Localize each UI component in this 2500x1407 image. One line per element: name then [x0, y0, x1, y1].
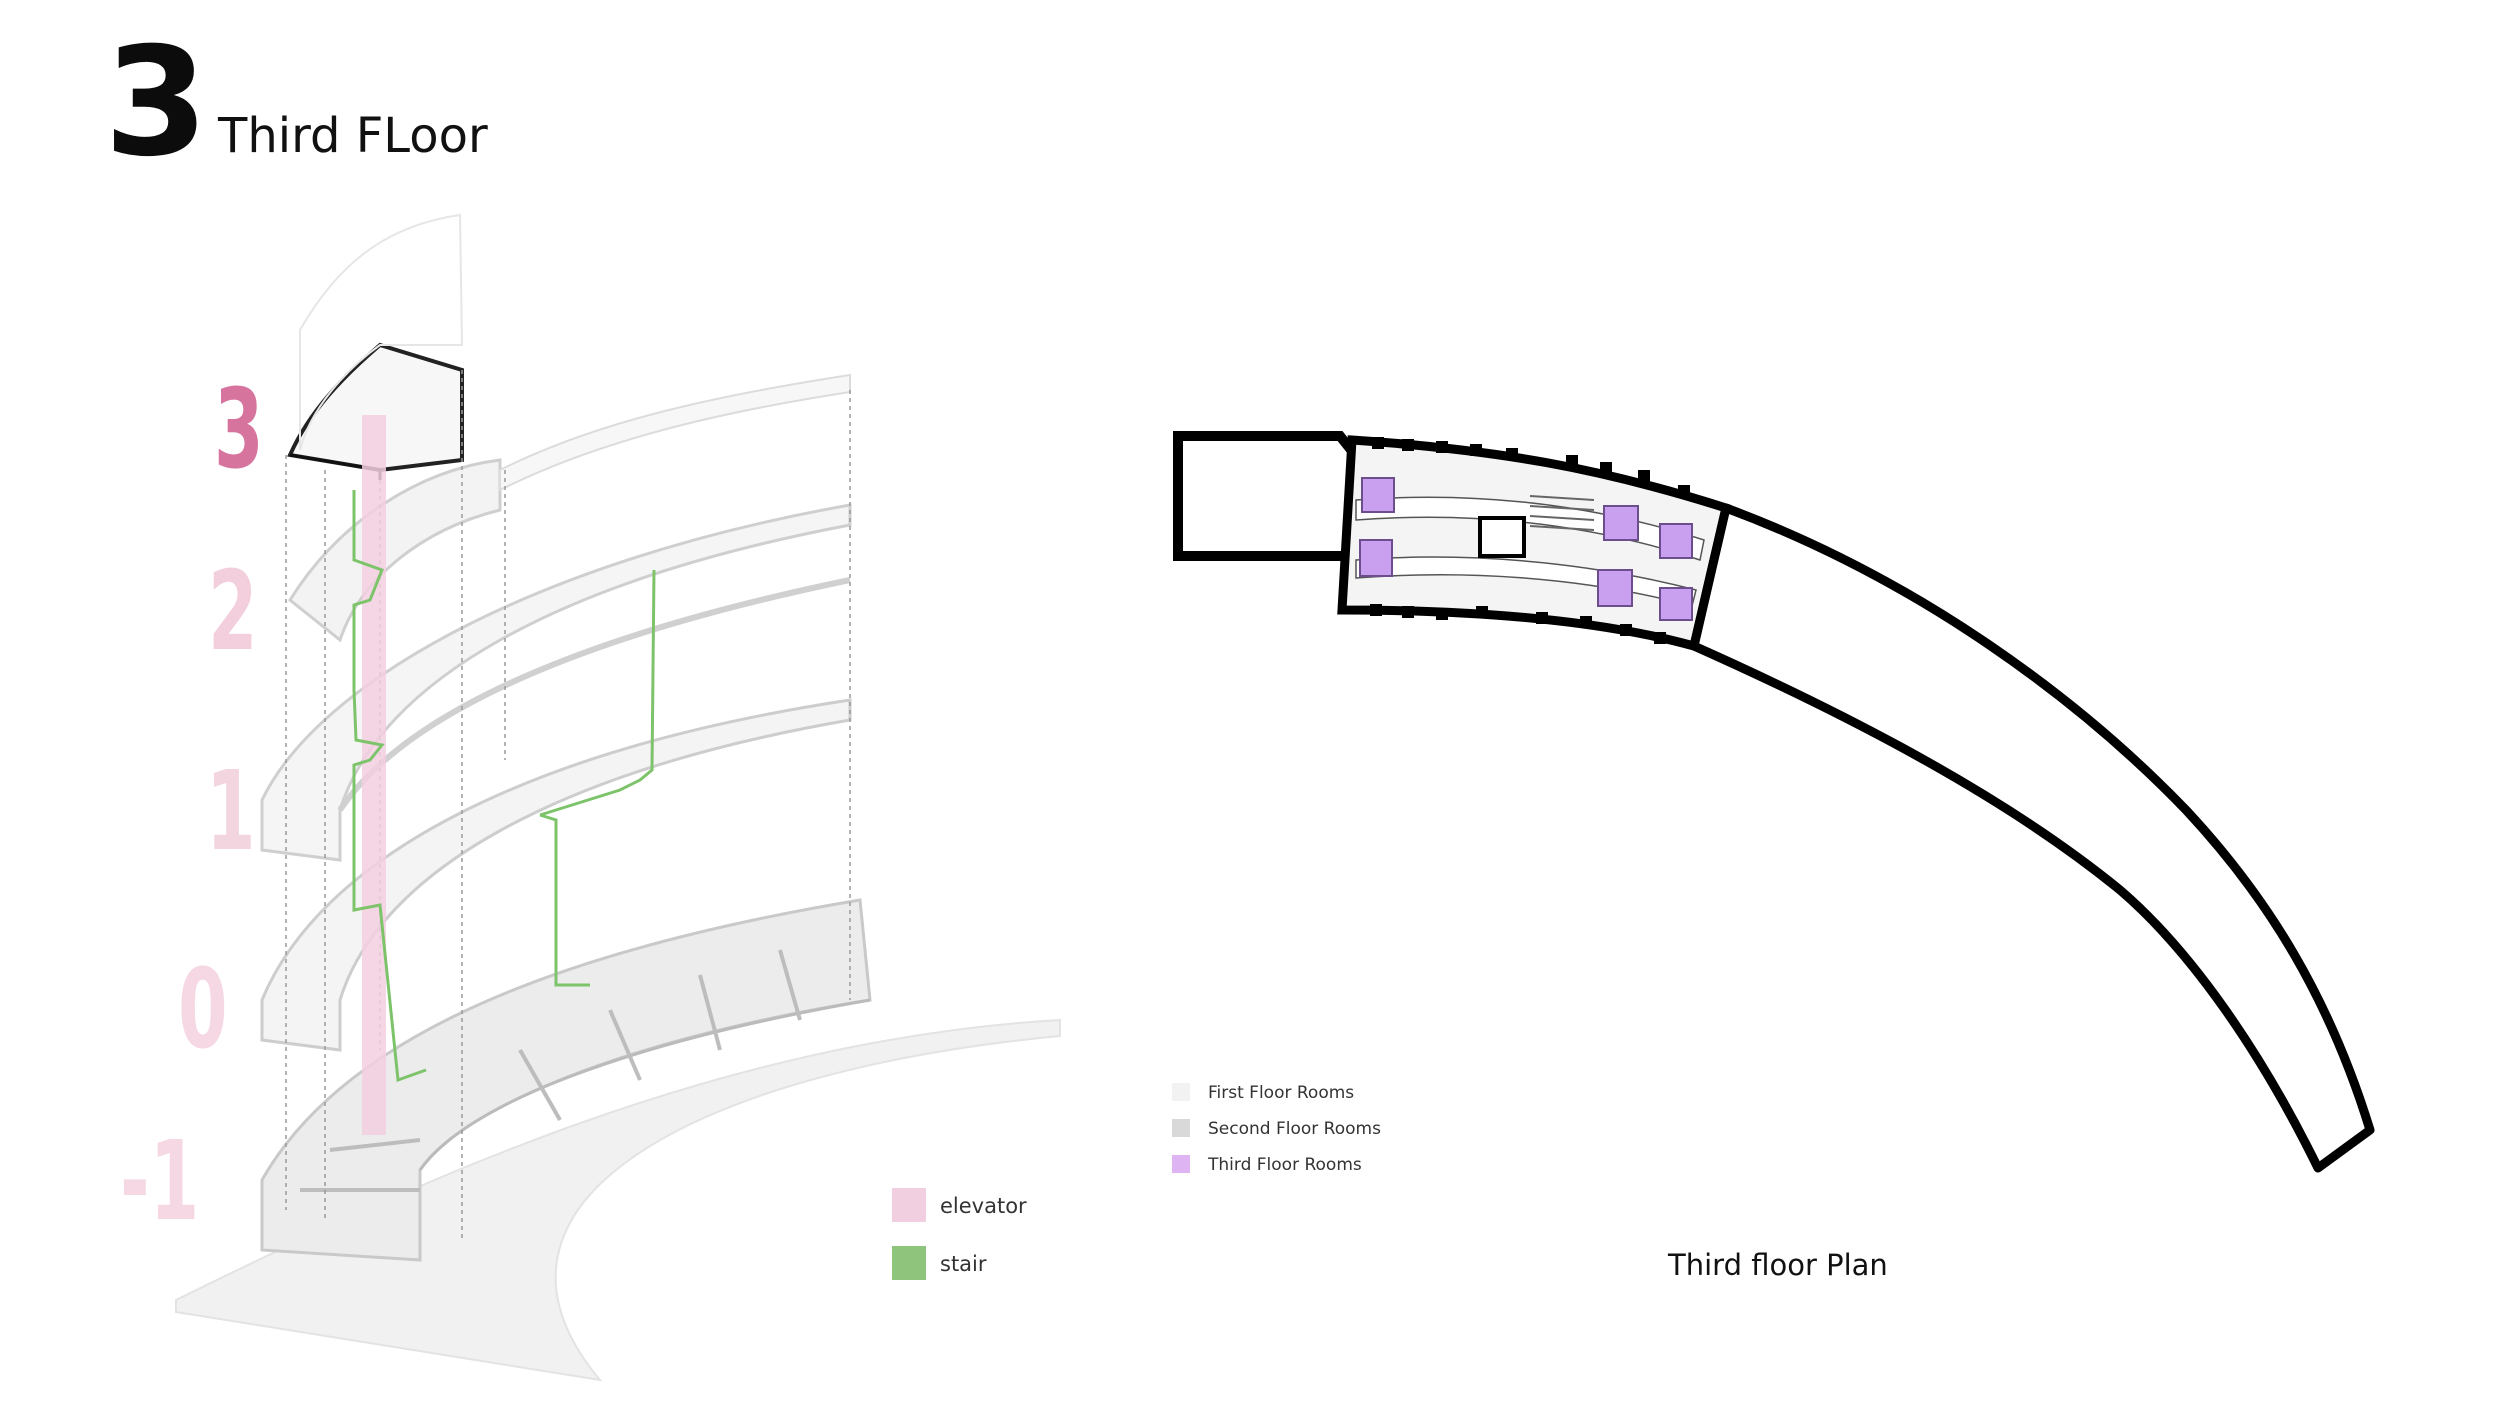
plan-wing	[1689, 503, 2375, 1173]
stair-path	[352, 490, 656, 1083]
level-label-minus-1: -1	[120, 1117, 200, 1245]
legend-second-floor-label: Second Floor Rooms	[1208, 1119, 1381, 1139]
level-label-0: 0	[178, 945, 228, 1073]
legend-stair-label: stair	[940, 1252, 987, 1276]
legend-third-floor-label: Third Floor Rooms	[1208, 1155, 1362, 1175]
level-label-1: 1	[206, 747, 256, 875]
ground-slab	[175, 1018, 1061, 1382]
plan-caption: Third floor Plan	[1668, 1248, 1888, 1282]
page-title: Third FLoor	[218, 108, 488, 164]
third-floor-level	[287, 342, 464, 473]
legend-third-floor-swatch	[1172, 1155, 1190, 1173]
elevator-shaft	[362, 415, 386, 1135]
legend-elevator-swatch	[892, 1188, 926, 1222]
legend-elevator-label: elevator	[940, 1194, 1027, 1218]
plan-annex	[1173, 431, 1362, 561]
legend-second-floor-swatch	[1172, 1119, 1190, 1137]
level-label-2: 2	[208, 547, 258, 675]
floor-number: 3	[104, 16, 208, 190]
legend-stair-swatch	[892, 1246, 926, 1280]
legend-first-floor-label: First Floor Rooms	[1208, 1083, 1355, 1103]
roof-ghost	[299, 213, 464, 451]
level-label-3: 3	[214, 365, 264, 493]
legend-first-floor-swatch	[1172, 1083, 1190, 1101]
third-floor-rooms	[1359, 477, 1693, 621]
